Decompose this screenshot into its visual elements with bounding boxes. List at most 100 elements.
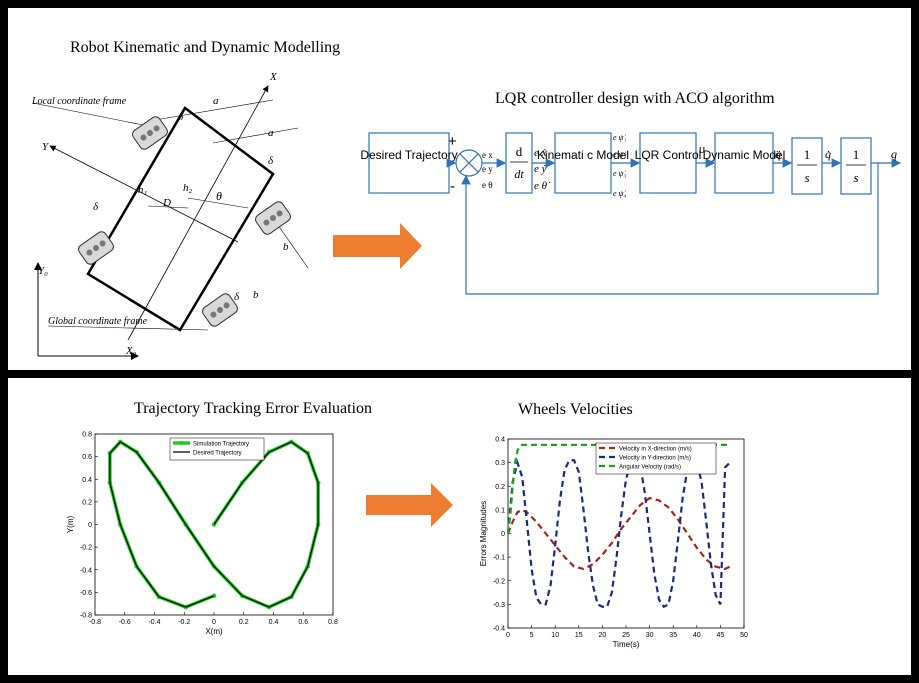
y-tick-label: 0.1	[495, 507, 505, 514]
wheels	[78, 116, 291, 327]
y-tick-label: -0.2	[80, 545, 92, 552]
theta-line	[187, 197, 249, 209]
x-tick-label: 35	[669, 632, 677, 639]
y-tick-label: -0.8	[80, 613, 92, 620]
x-tick-label: 0.4	[269, 619, 279, 626]
local-frame-leader	[32, 102, 149, 127]
psi-1-label: e ψ̇₁	[613, 133, 627, 142]
x-axis-label: X	[269, 71, 278, 83]
psi-2-label: e ψ̇₂	[613, 150, 627, 159]
x-tick-label: 0	[506, 632, 510, 639]
y-axis-label: Y	[42, 141, 50, 153]
error-in-theta: e θ	[482, 180, 493, 190]
d-label: D	[162, 197, 171, 209]
h2-label: h₂	[183, 182, 193, 194]
dim-a2-label: a	[268, 127, 274, 139]
x-tick-label: 10	[551, 632, 559, 639]
error-out-xdot: e ẋ	[534, 147, 547, 159]
lqr-title: LQR controller design with ACO algorithm	[495, 90, 775, 107]
x-tick-label: -0.6	[119, 619, 131, 626]
derivative-den: dt	[514, 167, 524, 181]
global-frame-label: Global coordinate frame	[48, 316, 148, 327]
x-tick-label: 0.8	[328, 619, 338, 626]
robot-body	[86, 106, 275, 332]
x-tick-label: 25	[622, 632, 630, 639]
x-axis	[127, 85, 269, 341]
dim-a-label: a	[213, 95, 219, 107]
local-frame-label: Local coordinate frame	[31, 96, 127, 107]
error-out-ydot: e ẏ	[534, 163, 547, 175]
y-tick-label: -0.1	[493, 555, 505, 562]
dimension-a2-line	[212, 127, 299, 144]
wheel-rear-left-icon	[78, 231, 114, 265]
kinematics-title: Robot Kinematic and Dynamic Modelling	[70, 39, 340, 56]
x-tick-label: 20	[599, 632, 607, 639]
x0-label: X₀	[125, 345, 137, 357]
x-tick-label: 45	[717, 632, 725, 639]
top-panel-svg: Robot Kinematic and Dynamic Modelling LQ…	[31, 39, 902, 360]
y-tick-label: 0.2	[82, 499, 92, 506]
data-point	[211, 593, 217, 599]
integrator-1-num: 1	[804, 147, 811, 162]
plus-sign: +	[448, 133, 457, 150]
bottom-panel-svg: Trajectory Tracking Error Evaluation Whe…	[66, 400, 748, 650]
dimension-a-line	[154, 99, 274, 121]
derivative-block	[505, 132, 533, 194]
dim-b2-label: b	[253, 289, 259, 301]
legend-marker	[179, 441, 184, 445]
y-axis-label: Y(m)	[66, 516, 75, 534]
minus-sign: -	[450, 178, 455, 195]
arrow-right-icon	[333, 223, 422, 269]
wheel-front-left-icon	[132, 116, 168, 150]
trajectory-chart: -0.8 -0.6 -0.4 -0.2 0 0.2 0.4 0.6 0.8 -0.8 -0.6 -0.…	[66, 432, 338, 637]
delta-label-1: δ	[178, 111, 184, 123]
y-axis	[49, 145, 239, 243]
legend-box	[595, 442, 717, 475]
x-tick-label: -0.4	[148, 619, 160, 626]
legend-label: Velocity in Y-direction (m/s)	[619, 456, 691, 462]
wheel-rear-right-icon	[202, 293, 238, 327]
y-axis-label: Errors Magnitudes	[479, 501, 488, 566]
y-tick-label: 0.3	[495, 460, 505, 467]
y-tick-label: -0.4	[80, 567, 92, 574]
error-out-thetadot: e θ̇	[534, 180, 551, 192]
desired-trajectory-block	[368, 132, 450, 194]
psi-4-label: e ψ̇₄	[613, 189, 627, 198]
y-tick-label: -0.4	[493, 626, 505, 633]
legend-label: Desired Trajectory	[193, 451, 242, 457]
y-tick-label: 0.6	[82, 454, 92, 461]
x-tick-label: 0.6	[298, 619, 308, 626]
robot-labels: Local coordinate frame Global coordinate…	[31, 71, 289, 357]
y-tick-label: 0	[88, 522, 92, 529]
x-tick-label: -0.2	[178, 619, 190, 626]
top-panel: Robot Kinematic and Dynamic Modelling LQ…	[8, 8, 911, 370]
u-label: u	[699, 144, 705, 156]
kinematic-model-block	[554, 132, 612, 194]
x-tick-label: 15	[575, 632, 583, 639]
dynamic-model-label: Dynamic Model	[703, 148, 786, 162]
velocities-title: Wheels Velocities	[518, 401, 633, 418]
legend-label: Simulation Trajectory	[193, 442, 249, 448]
series-line	[109, 441, 319, 608]
delta-label-4: δ	[234, 291, 240, 303]
integrator-1-block	[791, 137, 823, 195]
desired-trajectory-label: Desired Trajectory	[360, 148, 457, 162]
x-axis-label: Time(s)	[613, 640, 640, 649]
x-tick-label: -0.8	[89, 619, 101, 626]
x-tick-label: 30	[646, 632, 654, 639]
x-tick-label: 50	[740, 632, 748, 639]
x-tick-label: 0.2	[239, 619, 249, 626]
psi-3-label: e ψ̇₃	[613, 169, 627, 178]
integrator-2-num: 1	[853, 147, 860, 162]
x-tick-label: 0	[212, 619, 216, 626]
h1-label: h₁	[138, 184, 148, 196]
lqr-control-label: LQR Control	[635, 148, 702, 162]
integrator-2-den: s	[853, 170, 858, 185]
y-tick-label: -0.6	[80, 590, 92, 597]
error-in-y: e y	[482, 164, 493, 174]
y-tick-label: 0.8	[82, 432, 92, 439]
h-line	[147, 205, 189, 209]
integrator-2-block	[840, 137, 872, 195]
x-axis-label: X(m)	[205, 627, 223, 636]
